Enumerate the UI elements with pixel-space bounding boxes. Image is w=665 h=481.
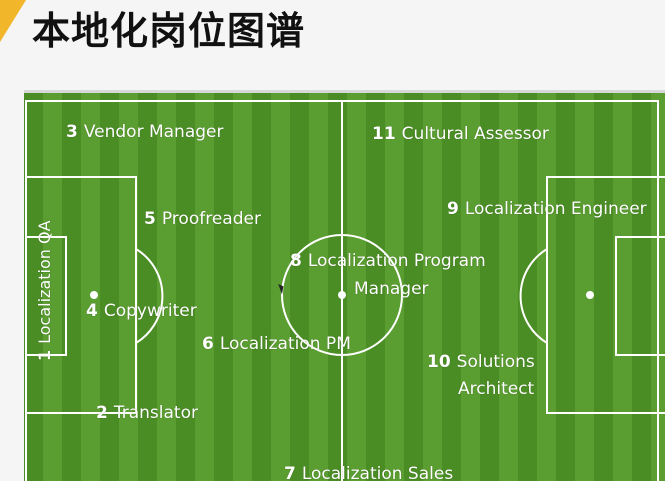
right-goal-area [615,236,665,356]
role-10-label-line2: Architect [458,379,535,399]
center-circle [281,234,403,356]
pitch-lines [25,100,665,481]
role-8-label-line2: Manager [354,279,429,299]
role-1-label: 1Localization QA [35,220,54,361]
right-penalty-area [546,176,665,414]
left-penalty-arc [135,248,164,344]
slide-title: 本地化岗位图谱 [32,9,306,53]
left-goal-area [25,236,67,356]
left-penalty-spot [90,291,98,299]
right-penalty-spot [586,291,594,299]
center-spot [338,291,346,299]
right-penalty-arc [519,248,548,344]
corner-accent [0,0,26,42]
